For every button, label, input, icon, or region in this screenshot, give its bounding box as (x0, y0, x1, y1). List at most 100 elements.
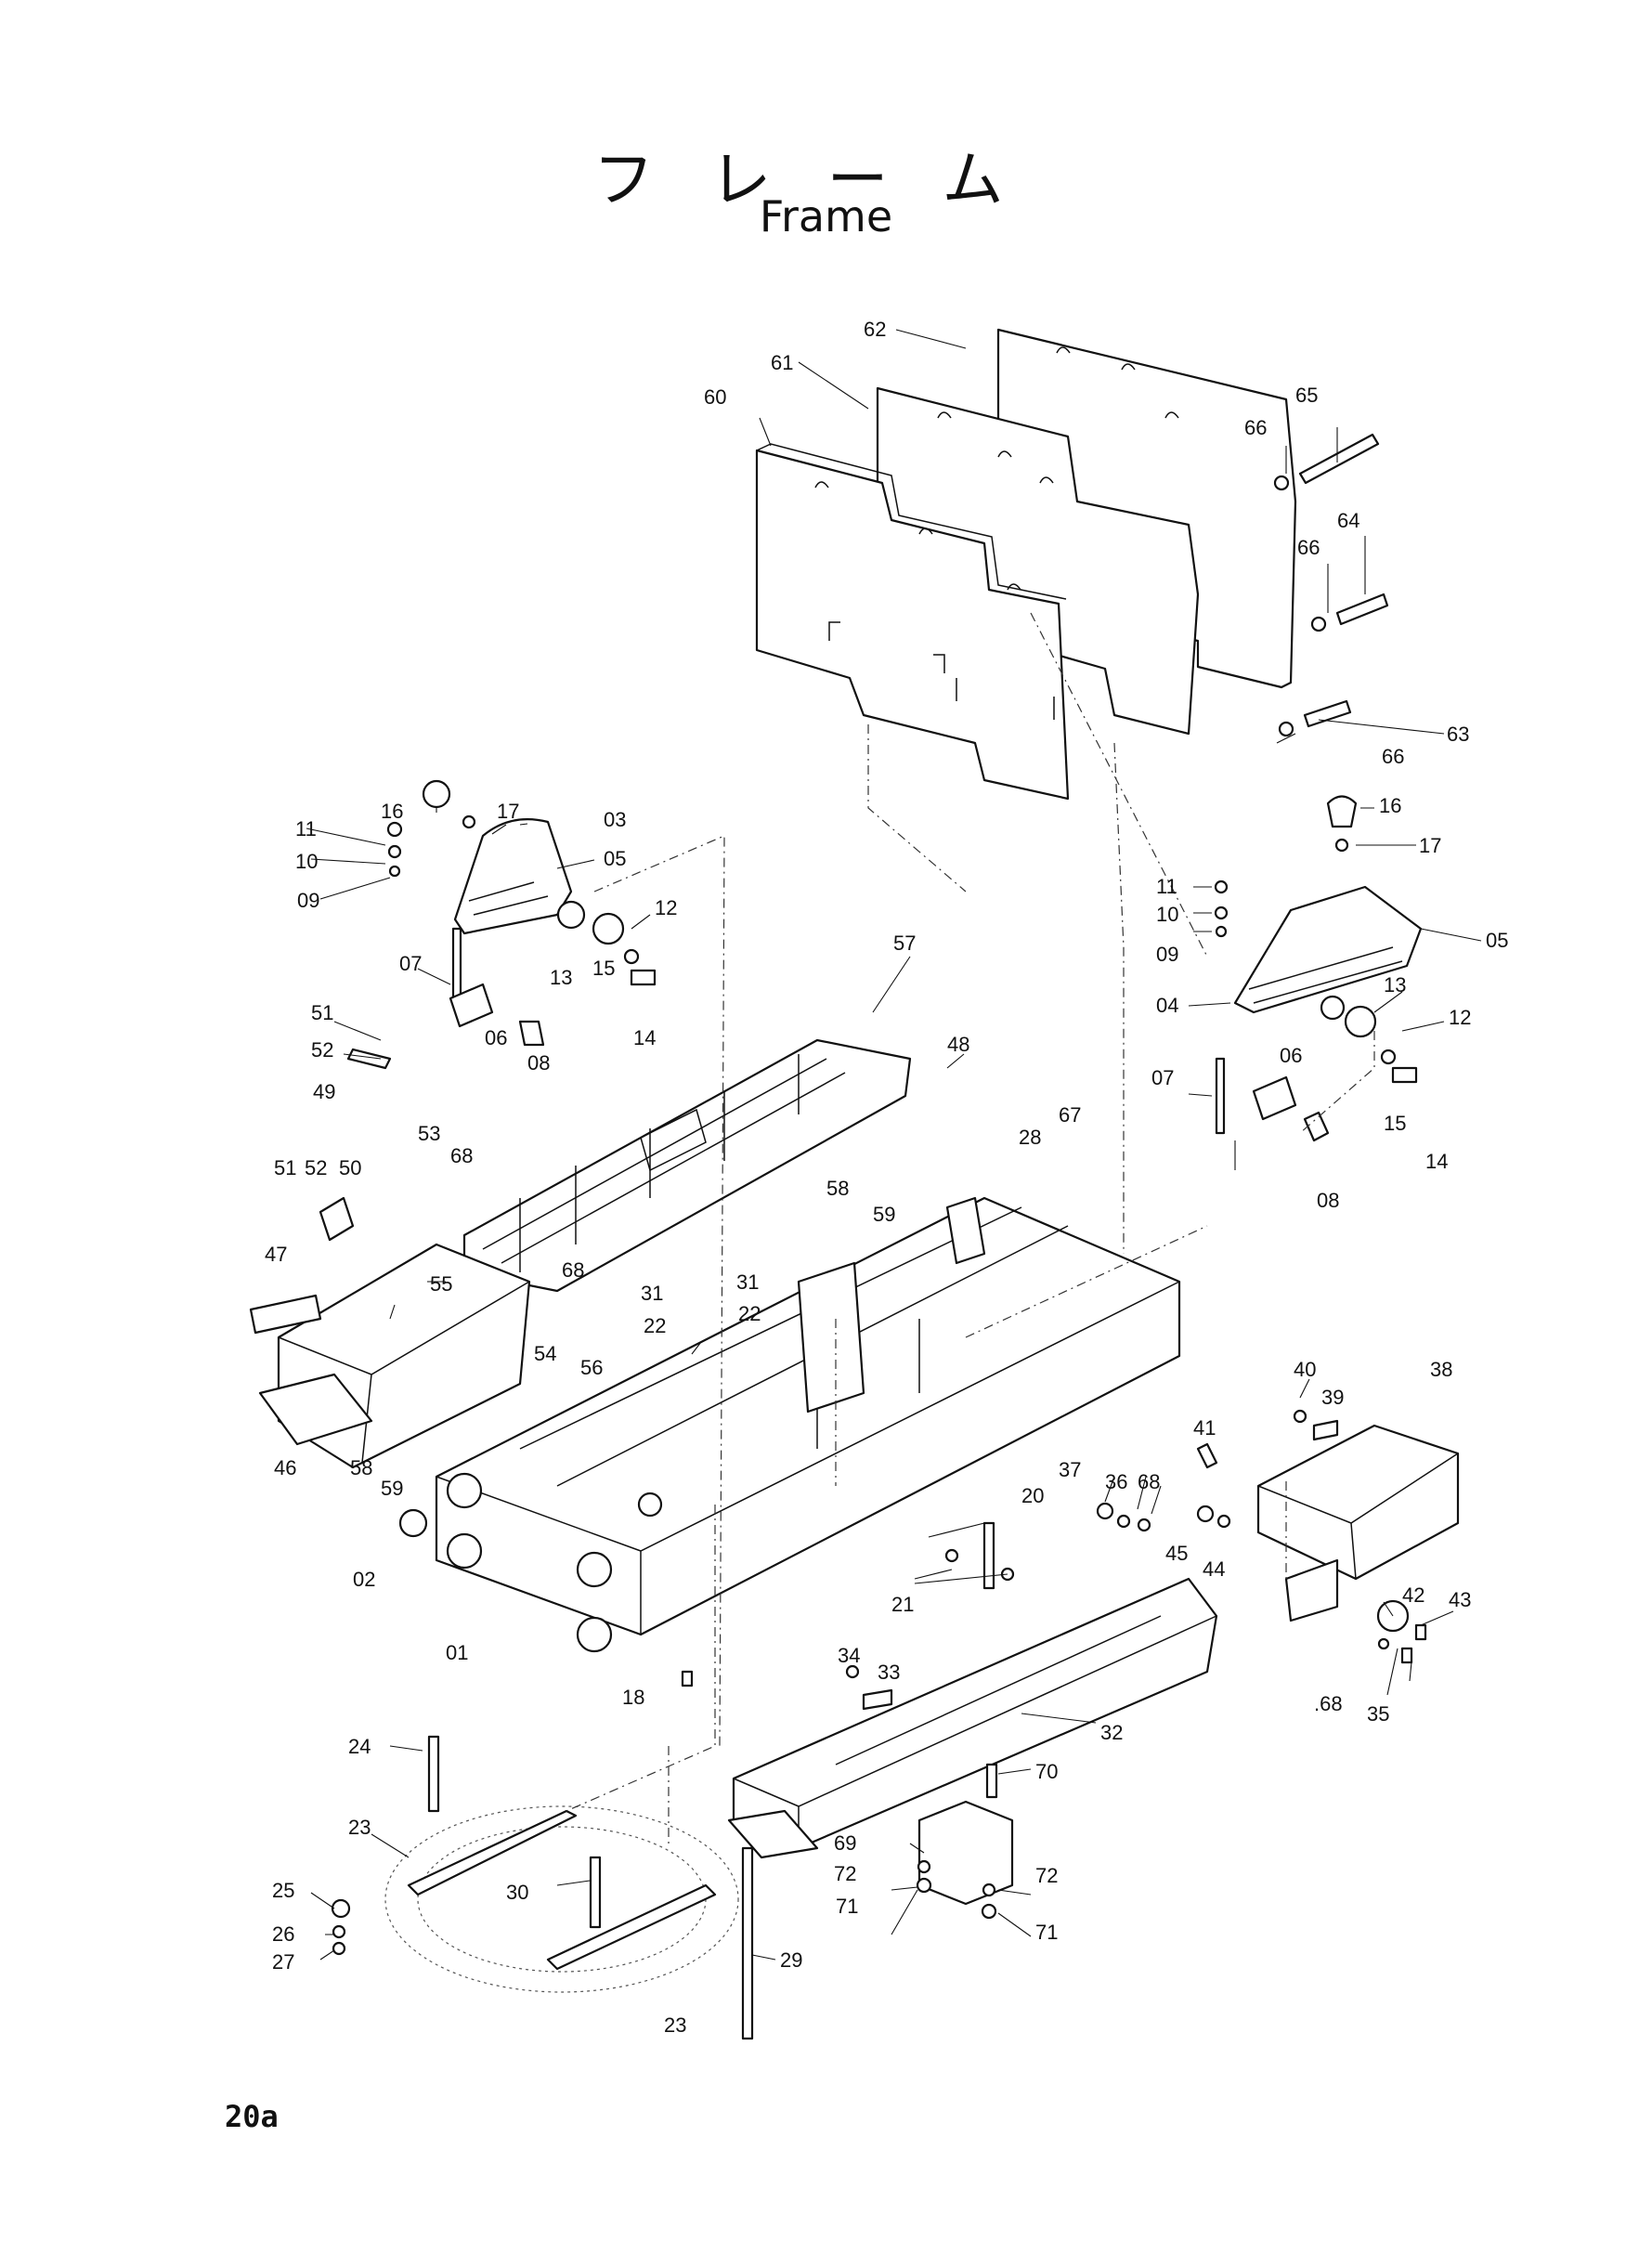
callout-11-left: 11 (295, 817, 317, 840)
leader-lines (306, 329, 1482, 1961)
mount-bracket (916, 1763, 1014, 1920)
lower-frame (727, 1521, 1218, 1859)
callout-31-left: 31 (641, 1282, 663, 1305)
callout-48: 48 (947, 1033, 969, 1056)
callout-22-right: 22 (738, 1302, 761, 1325)
title-japanese: フレーム (592, 144, 1060, 215)
callout-71-left: 71 (836, 1895, 858, 1918)
callout-05-left: 05 (604, 847, 626, 870)
callout-23-top: 23 (348, 1816, 371, 1839)
callout-24: 24 (348, 1735, 371, 1758)
callout-14-left: 14 (633, 1026, 656, 1049)
callout-22-left: 22 (644, 1314, 666, 1337)
counterweight-bolts (1273, 433, 1389, 737)
callout-01: 01 (446, 1641, 468, 1664)
callout-59-bottom: 59 (381, 1477, 403, 1500)
callout-09-left: 09 (297, 889, 319, 912)
callout-56: 56 (580, 1356, 603, 1379)
callout-41: 41 (1193, 1416, 1216, 1440)
callout-68-b: 68 (562, 1258, 584, 1282)
callout-12-right: 12 (1449, 1006, 1471, 1029)
callout-20: 20 (1021, 1484, 1044, 1507)
callout-72-right: 72 (1035, 1864, 1058, 1887)
callout-17-right: 17 (1419, 834, 1441, 857)
callout-46: 46 (274, 1456, 296, 1479)
callout-03: 03 (604, 808, 626, 831)
callout-27: 27 (272, 1950, 294, 1974)
callout-68-d: .68 (1314, 1692, 1343, 1715)
callout-13-left: 13 (550, 966, 572, 989)
callout-52-mid: 52 (305, 1156, 327, 1179)
left-side-frame (249, 1048, 531, 1469)
hinge-housing-left (386, 779, 657, 1047)
callout-07-left: 07 (399, 952, 422, 975)
callout-52-top: 52 (311, 1038, 333, 1062)
callout-66-b: 66 (1297, 536, 1320, 559)
callout-54: 54 (534, 1342, 556, 1365)
callout-16-left: 16 (381, 800, 403, 823)
callout-08-left: 08 (527, 1051, 550, 1075)
swing-ring (331, 1735, 754, 2040)
callout-68-a: 68 (450, 1144, 473, 1167)
callout-14-right: 14 (1425, 1150, 1448, 1173)
callout-65: 65 (1295, 384, 1318, 407)
callout-13-right: 13 (1384, 973, 1406, 997)
callout-38: 38 (1430, 1358, 1452, 1381)
callout-06-left: 06 (485, 1026, 507, 1049)
callout-06-right: 06 (1280, 1044, 1302, 1067)
title-english: Frame (759, 191, 893, 241)
callout-15-right: 15 (1384, 1112, 1406, 1135)
callout-16-right: 16 (1379, 794, 1401, 817)
callout-49: 49 (313, 1080, 335, 1103)
callout-35: 35 (1367, 1702, 1389, 1726)
callout-55: 55 (430, 1272, 452, 1296)
callout-10-right: 10 (1156, 903, 1178, 926)
callout-47: 47 (265, 1243, 287, 1266)
callout-18: 18 (622, 1686, 644, 1709)
callout-44: 44 (1203, 1557, 1225, 1581)
callout-61: 61 (771, 351, 793, 374)
callout-08-right: 08 (1317, 1189, 1339, 1212)
callout-69: 69 (834, 1831, 856, 1855)
callout-66-a: 66 (1244, 416, 1267, 439)
callout-58-bottom: 58 (350, 1456, 372, 1479)
upper-subframe (462, 1038, 912, 1293)
callout-11-right: 11 (1156, 875, 1177, 898)
callout-42: 42 (1402, 1583, 1424, 1607)
callout-72-left: 72 (834, 1862, 856, 1885)
callout-26: 26 (272, 1922, 294, 1946)
callout-45: 45 (1165, 1542, 1188, 1565)
callout-63: 63 (1447, 723, 1469, 746)
callout-70: 70 (1035, 1760, 1058, 1783)
callout-02: 02 (353, 1568, 375, 1591)
callout-04: 04 (1156, 994, 1178, 1017)
callout-15-left: 15 (592, 957, 615, 980)
callout-17-left: 17 (497, 800, 519, 823)
callout-58-top: 58 (826, 1177, 849, 1200)
callout-53: 53 (418, 1122, 440, 1145)
hinge-housing-right (1214, 795, 1423, 1142)
callout-36: 36 (1105, 1470, 1127, 1493)
part-callouts: 62 61 60 65 66 64 66 63 66 16 17 03 11 1… (265, 318, 1508, 2037)
callout-34: 34 (838, 1644, 860, 1667)
callout-32: 32 (1100, 1721, 1123, 1744)
callout-62: 62 (864, 318, 886, 341)
counterweight-plate-60 (755, 443, 1070, 801)
callout-12-left: 12 (655, 896, 677, 919)
callout-23-bottom: 23 (664, 2013, 686, 2037)
assembly-lines (566, 612, 1375, 1848)
callout-31-right: 31 (736, 1270, 759, 1294)
callout-59-top: 59 (873, 1203, 895, 1226)
callout-28: 28 (1019, 1126, 1041, 1149)
callout-64: 64 (1337, 509, 1359, 532)
main-frame (398, 1196, 1181, 1687)
callout-67: 67 (1059, 1103, 1081, 1127)
callout-68-c: 68 (1138, 1470, 1160, 1493)
callout-40: 40 (1294, 1358, 1316, 1381)
callout-07-right: 07 (1151, 1066, 1174, 1089)
callout-33: 33 (878, 1661, 900, 1684)
callout-43: 43 (1449, 1588, 1471, 1611)
callout-29: 29 (780, 1948, 802, 1972)
callout-39: 39 (1321, 1386, 1344, 1409)
